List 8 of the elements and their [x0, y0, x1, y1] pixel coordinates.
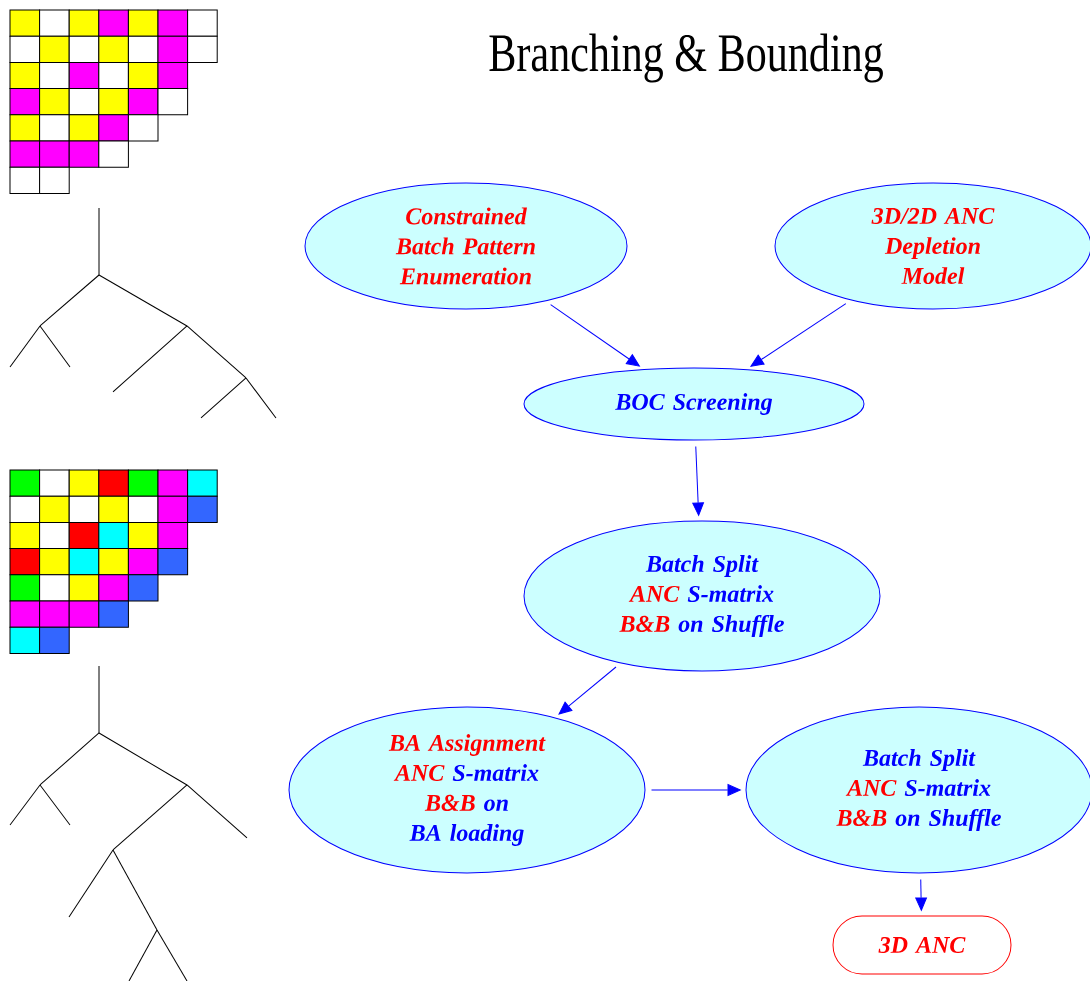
arrow — [550, 304, 640, 367]
title: Branching & Bounding — [489, 33, 883, 83]
arrow — [651, 784, 741, 796]
arrow — [692, 446, 704, 516]
arrow — [915, 879, 927, 911]
arrow — [750, 303, 847, 367]
arrow — [558, 666, 617, 715]
terminal-box: 3D ANC — [832, 915, 1012, 975]
